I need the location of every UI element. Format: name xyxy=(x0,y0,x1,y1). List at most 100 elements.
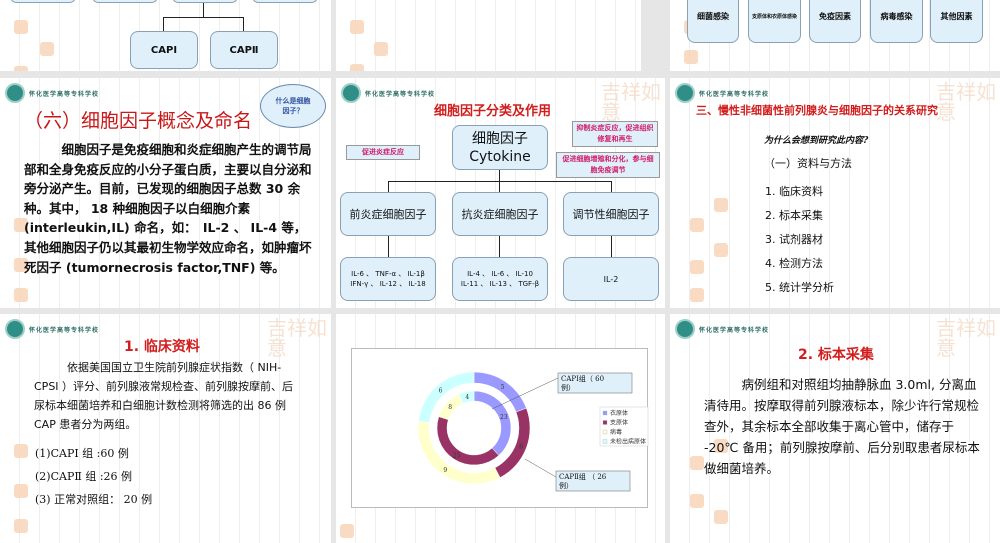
seal-decoration xyxy=(714,510,728,524)
data-label: 6 xyxy=(439,388,443,395)
seal-decoration xyxy=(690,456,704,470)
seal-decoration xyxy=(40,42,54,56)
seal-decoration xyxy=(350,64,364,71)
series-callout-label: 例） xyxy=(561,383,575,392)
slide-body-text: 依据美国国立卫生院前列腺症状指数（ NIH-CPSI ）评分、前列腺液常规检查、… xyxy=(34,361,294,431)
cause-box: 细菌感染 xyxy=(687,0,739,43)
legend-label: 衣原体 xyxy=(610,409,628,417)
slide-thumbnail-1[interactable]: CAPⅠ CAPⅡ xyxy=(0,0,331,71)
slide-body-text: 细胞因子是免疫细胞和炎症细胞产生的调节局部和全身免疫反应的小分子蛋白质，主要以自… xyxy=(24,142,312,275)
cause-box: 免疫因素 xyxy=(809,0,861,43)
data-label: 23 xyxy=(500,414,508,421)
slide-title: 2. 标本采集 xyxy=(798,347,874,363)
school-name: 怀化医学高等专科学校 xyxy=(365,90,436,98)
slide-title: 三、慢性非细菌性前列腺炎与细胞因子的关系研究 xyxy=(696,104,938,117)
donut-segment-inner-3 xyxy=(458,390,475,404)
slide-thumbnail-6[interactable]: 怀化医学高等专科学校 吉祥如意 三、慢性非细菌性前列腺炎与细胞因子的关系研究 为… xyxy=(670,78,1000,308)
list-item: 2. 标本采集 xyxy=(765,209,823,222)
seal-decoration xyxy=(14,444,28,458)
school-name: 怀化医学高等专科学校 xyxy=(29,90,100,98)
legend-swatch xyxy=(602,410,608,416)
callout-leader xyxy=(491,377,559,410)
slide-thumbnail-7[interactable]: 怀化医学高等专科学校 吉祥如意 1. 临床资料 依据美国国立卫生院前列腺症状指数… xyxy=(0,314,331,543)
category-box-proinflammatory: 前炎症细胞因子 xyxy=(340,192,436,236)
list-item: 4. 检测方法 xyxy=(765,257,823,270)
annotation-note: 促进细胞增殖和分化，参与细胞免疫调节 xyxy=(556,152,660,178)
list-item: (1)CAPⅠ 组 :60 例 xyxy=(35,447,129,460)
category-box-antiinflammatory: 抗炎症细胞因子 xyxy=(452,192,548,236)
donut-segment-inner-1 xyxy=(436,416,500,466)
list-item: 1. 临床资料 xyxy=(765,185,823,198)
list-item: (3) 正常对照组： 20 例 xyxy=(35,493,153,506)
slide-thumbnail-2[interactable] xyxy=(336,0,641,71)
slide-thumbnail-4[interactable]: 怀化医学高等专科学校 （六）细胞因子概念及命名 什么是细胞因子？ 细胞因子是免疫… xyxy=(0,78,331,308)
legend-label: 支原体 xyxy=(610,419,628,427)
group-list: (1)CAPⅠ 组 :60 例 (2)CAPⅡ 组 :26 例 (3) 正常对照… xyxy=(35,442,152,511)
seal-decoration xyxy=(14,218,28,232)
cap2-box: CAPⅡ xyxy=(210,31,278,69)
seal-decoration xyxy=(14,519,28,533)
org-box xyxy=(10,0,76,3)
seal-decoration xyxy=(14,20,28,34)
school-name: 怀化医学高等专科学校 xyxy=(699,90,770,98)
seal-decoration xyxy=(690,218,704,232)
org-box xyxy=(252,0,318,3)
root-label-en: Cytokine xyxy=(469,148,531,165)
school-logo: 怀化医学高等专科学校 xyxy=(341,83,435,103)
slide-title: 1. 临床资料 xyxy=(124,339,200,355)
school-name: 怀化医学高等专科学校 xyxy=(29,326,100,334)
logo-emblem-icon xyxy=(341,83,361,103)
legend-swatch xyxy=(602,420,608,425)
legend-swatch xyxy=(602,439,608,444)
series-callout-label: CAPⅠ组（ 60 xyxy=(561,374,604,383)
logo-emblem-icon xyxy=(5,83,25,103)
slide-thumbnail-3[interactable]: 细菌感染 支原体和衣原体感染 免疫因素 病毒感染 其他因素 xyxy=(670,0,1000,71)
seal-decoration xyxy=(690,260,704,274)
school-logo: 怀化医学高等专科学校 xyxy=(675,83,769,103)
series-callout-box xyxy=(555,470,631,492)
seal-decoration xyxy=(14,288,28,302)
series-callout-label: 例） xyxy=(559,481,573,490)
root-label: 细胞因子 xyxy=(472,130,528,147)
list-item: 3. 试剂器材 xyxy=(765,233,823,246)
seal-decoration xyxy=(340,524,354,538)
logo-emblem-icon xyxy=(675,83,695,103)
seal-decoration xyxy=(374,42,388,56)
list-item: 5. 统计学分析 xyxy=(765,281,834,294)
cap1-box: CAPⅠ xyxy=(130,31,198,69)
seal-decoration xyxy=(714,243,728,257)
seal-decoration xyxy=(14,484,28,498)
donut-segment-outer-3 xyxy=(418,371,475,423)
data-label: 5 xyxy=(501,384,505,391)
seal-decoration xyxy=(684,50,698,64)
callout-leader xyxy=(524,458,557,478)
question-text: 为什么会想到研究此内容? xyxy=(764,136,869,146)
series-callout-box xyxy=(557,372,633,394)
slide-body-text: 病例组和对照组均抽静脉血 3.0ml, 分离血清待用。按摩取得前列腺液标本，除少… xyxy=(704,377,980,476)
school-logo: 怀化医学高等专科学校 xyxy=(5,319,99,339)
legend-label: 病毒 xyxy=(610,428,622,436)
members-box: IL-2 xyxy=(563,257,659,301)
watermark-decoration: 吉祥如意 xyxy=(936,80,996,124)
school-logo: 怀化医学高等专科学校 xyxy=(5,83,99,103)
seal-decoration xyxy=(14,66,28,71)
data-label: 8 xyxy=(448,404,452,411)
slide-title: （六）细胞因子概念及命名 xyxy=(24,110,253,132)
watermark-decoration: 吉祥如意 xyxy=(601,80,661,124)
series-callout-label: CAPⅡ组 （ 26 xyxy=(559,472,607,481)
slide-thumbnail-9[interactable]: 怀化医学高等专科学校 吉祥如意 2. 标本采集 病例组和对照组均抽静脉血 3.0… xyxy=(670,314,1000,543)
cause-box: 支原体和衣原体感染 xyxy=(748,0,801,43)
seal-decoration xyxy=(714,198,728,212)
seal-decoration xyxy=(690,494,704,508)
annotation-note: 促进炎症反应 xyxy=(346,145,420,160)
org-box xyxy=(92,0,158,3)
seal-decoration xyxy=(714,439,728,453)
list-item: (2)CAPⅡ 组 :26 例 xyxy=(35,470,133,483)
watermark-decoration: 吉祥如意 xyxy=(267,316,327,360)
logo-emblem-icon xyxy=(675,319,695,339)
